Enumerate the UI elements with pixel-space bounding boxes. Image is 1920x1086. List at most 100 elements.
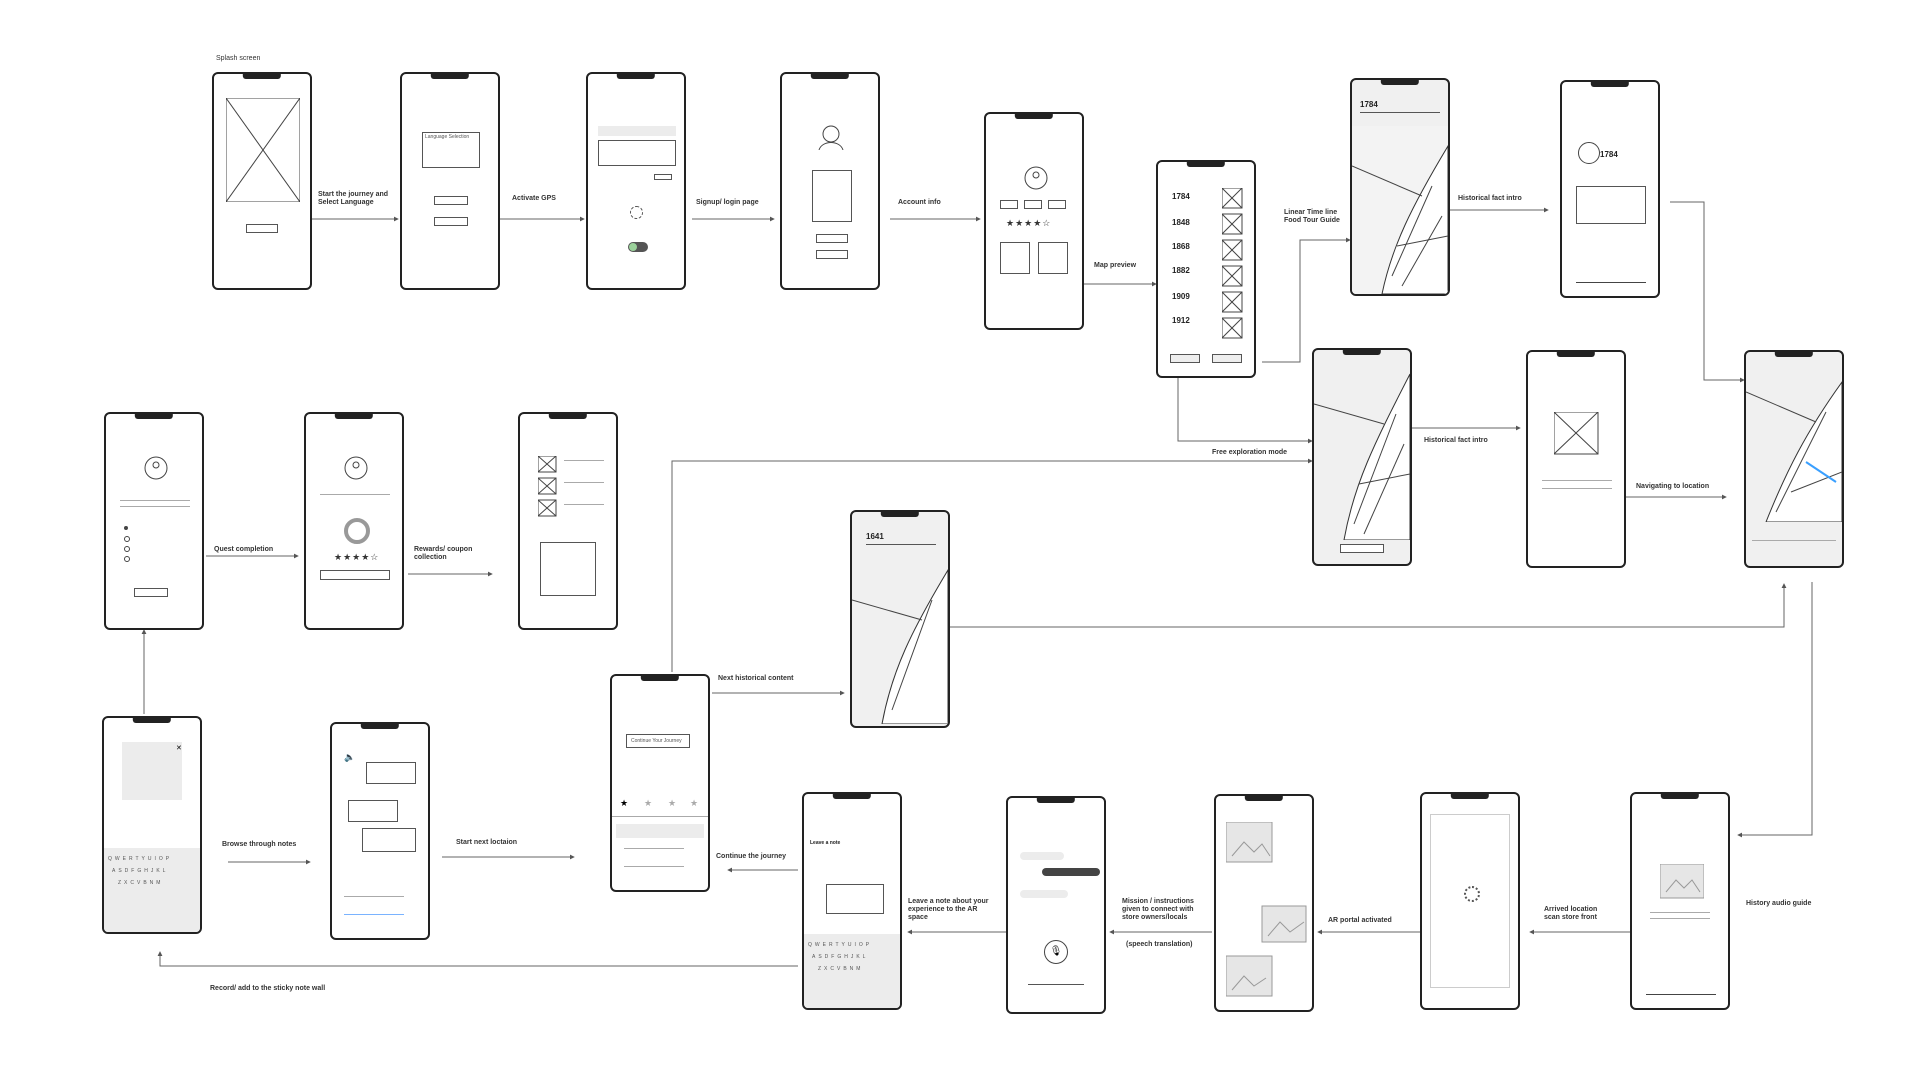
ar-gallery-screen[interactable]	[1214, 794, 1314, 1012]
map-screen-free[interactable]	[1312, 348, 1412, 566]
english-button[interactable]	[434, 196, 468, 205]
note-bubble[interactable]	[362, 828, 416, 852]
signup-label: Signup/ login page	[696, 199, 759, 206]
star-icon[interactable]: ★	[690, 798, 699, 808]
timeline-screen[interactable]: 1784 1848 1868 1882 1909 1912	[1156, 160, 1256, 378]
star-icon[interactable]: ★	[644, 798, 653, 808]
coupon-text	[564, 482, 604, 483]
explore-button[interactable]	[1340, 544, 1384, 553]
map-screen-1641[interactable]: 1641	[850, 510, 950, 728]
notes-screen[interactable]: 🔈	[330, 722, 430, 940]
timeline-slider[interactable]	[1360, 112, 1440, 113]
other-language-button[interactable]	[434, 217, 468, 226]
leave-note-screen[interactable]: Leave a note QWERTYUIOP ASDFGHJKL ZXCVBN…	[802, 792, 902, 1010]
map-icon	[1314, 373, 1410, 540]
card-2[interactable]	[1038, 242, 1068, 274]
journey-screen[interactable]: Continue Your Journey ★ ★ ★ ★	[610, 674, 710, 892]
loading-spinner-icon	[630, 206, 643, 219]
chat-bubble	[1020, 890, 1068, 898]
arrow-14	[1737, 582, 1813, 838]
start-next-label: Start next loctaion	[456, 839, 518, 846]
quest-screen[interactable]	[104, 412, 204, 630]
audio-progress[interactable]	[1646, 994, 1716, 995]
quest-completion-label: Quest completion	[214, 546, 274, 553]
navigation-screen[interactable]	[1744, 350, 1844, 568]
audio-progress[interactable]	[1576, 282, 1646, 283]
avatar-icon	[818, 125, 844, 150]
image-placeholder-icon	[1660, 864, 1704, 899]
historical-fact-label-2: Historical fact intro	[1424, 437, 1488, 444]
star-icon[interactable]: ★	[668, 798, 677, 808]
note-preview	[122, 742, 182, 800]
coupon-screen[interactable]	[518, 412, 618, 630]
audio-guide-screen[interactable]	[1630, 792, 1730, 1010]
location-list-item[interactable]	[624, 866, 684, 867]
submit-button[interactable]	[134, 588, 168, 597]
keyboard-row: ZXCVBNM	[118, 880, 164, 886]
quiz-option[interactable]	[124, 526, 128, 530]
quiz-option[interactable]	[124, 546, 130, 552]
fact-year: 1784	[1600, 150, 1618, 159]
keyboard[interactable]: QWERTYUIOP ASDFGHJKL ZXCVBNM	[104, 848, 200, 932]
speaker-icon[interactable]: 🔈	[344, 752, 356, 762]
mode-button-1[interactable]	[1170, 354, 1200, 363]
gps-screen[interactable]	[586, 72, 686, 290]
note-bubble[interactable]	[348, 800, 398, 822]
map-screen-1784[interactable]: 1784	[1350, 78, 1450, 296]
timeline-slider[interactable]	[866, 544, 936, 545]
continue-journey-button[interactable]: Continue Your Journey	[626, 734, 690, 748]
allow-button[interactable]	[654, 174, 672, 180]
keyboard-row: ASDFGHJKL	[112, 868, 169, 874]
microphone-icon[interactable]: 🎙	[1044, 940, 1068, 964]
notes-keyboard-screen[interactable]: ✕ QWERTYUIOP ASDFGHJKL ZXCVBNM	[102, 716, 202, 934]
map-icon	[852, 569, 948, 724]
ar-scan-screen[interactable]	[1420, 792, 1520, 1010]
note-bubble[interactable]	[366, 762, 416, 784]
next-historical-label: Next historical content	[718, 675, 794, 682]
coupon-card[interactable]	[540, 542, 596, 596]
avatar-icon	[144, 456, 168, 480]
keyboard[interactable]: QWERTYUIOP ASDFGHJKL ZXCVBNM	[804, 934, 900, 1008]
account-screen[interactable]: ★★★★☆	[984, 112, 1084, 330]
tag-1[interactable]	[1000, 200, 1018, 209]
reward-screen[interactable]: ★★★★☆	[304, 412, 404, 630]
signup-button[interactable]	[816, 250, 848, 259]
progress-ring	[344, 518, 370, 544]
fact-screen-2[interactable]	[1526, 350, 1626, 568]
location-list-item[interactable]	[624, 848, 684, 849]
toggle-icon[interactable]	[628, 242, 648, 252]
splash-label: Splash screen	[216, 55, 261, 62]
card-1[interactable]	[1000, 242, 1030, 274]
fact-screen-1784[interactable]: 1784	[1560, 80, 1660, 298]
enter-button[interactable]	[246, 224, 278, 233]
audio-slider[interactable]	[1028, 984, 1084, 985]
question-text	[120, 500, 190, 501]
language-screen[interactable]: Language Selection	[400, 72, 500, 290]
splash-screen[interactable]	[212, 72, 312, 290]
timeline-year-2: 1848	[1172, 218, 1190, 227]
rewards-label: Rewards/ coupon collection	[414, 546, 473, 561]
quiz-option[interactable]	[124, 536, 130, 542]
note-input[interactable]	[826, 884, 884, 914]
keyboard-row: QWERTYUIOP	[108, 856, 173, 862]
mode-button-2[interactable]	[1212, 354, 1242, 363]
close-icon[interactable]: ✕	[176, 745, 182, 752]
language-selection-box[interactable]: Language Selection	[422, 132, 480, 168]
coupon-row[interactable]	[320, 570, 390, 580]
chat-screen[interactable]: 🎙	[1006, 796, 1106, 1014]
location-list-item[interactable]	[616, 824, 704, 838]
login-button[interactable]	[816, 234, 848, 243]
star-icon[interactable]: ★	[620, 798, 629, 808]
tag-3[interactable]	[1048, 200, 1066, 209]
quiz-option[interactable]	[124, 556, 130, 562]
leave-note-title: Leave a note	[810, 840, 841, 846]
fact-text	[1542, 480, 1612, 481]
signup-screen[interactable]	[780, 72, 880, 290]
arrow-6	[1262, 237, 1351, 363]
translation-link[interactable]	[344, 914, 404, 915]
keyboard-row: QWERTYUIOP	[808, 942, 873, 948]
signup-form[interactable]	[812, 170, 852, 222]
activate-gps-label: Activate GPS	[512, 195, 556, 202]
tag-2[interactable]	[1024, 200, 1042, 209]
